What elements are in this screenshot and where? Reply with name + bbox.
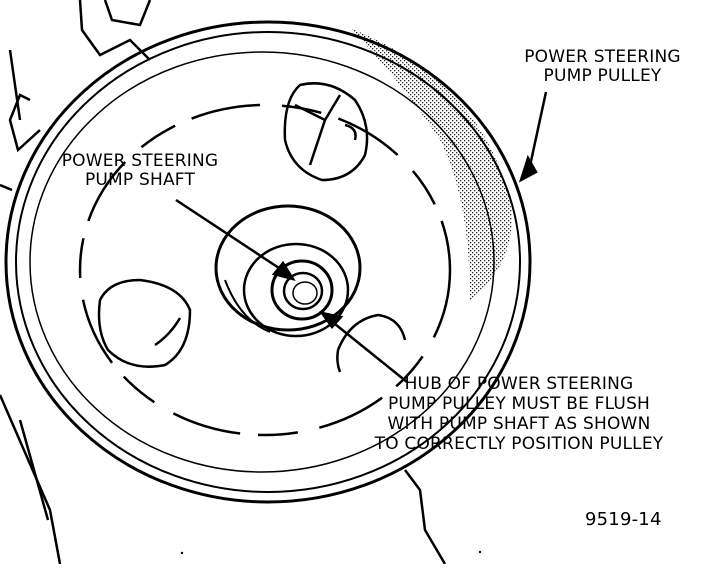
leader-lines [175,91,548,383]
hub-callout-line-1: HUB OF POWER STEERING [404,374,634,394]
hub-callout-line-2: PUMP PULLEY MUST BE FLUSH [387,394,651,414]
pulley-hub [214,204,362,338]
pump-housing [0,394,447,565]
pump-shaft [270,259,334,321]
pulley-callout-line-1: POWER STEERING [524,47,681,67]
hub-callout: HUB OF POWER STEERING PUMP PULLEY MUST B… [345,374,693,454]
right-hole [336,313,407,373]
left-hole [97,278,192,368]
pulley-arrow-head [518,154,538,183]
pulley-callout-line-2: PUMP PULLEY [543,66,662,86]
pulley-rim [4,20,532,504]
shaft-callout-line-2: PUMP SHAFT [84,170,196,190]
figure-number: 9519-14 [585,509,662,530]
shaft-callout-line-1: POWER STEERING [61,151,219,171]
rim-shading [350,28,512,300]
pulley-callout: POWER STEERING PUMP PULLEY [500,48,704,86]
hub-callout-line-3: WITH PUMP SHAFT AS SHOWN [387,414,651,434]
hub-arrow-head [319,311,344,329]
hub-callout-line-4: TO CORRECTLY POSITION PULLEY [374,434,664,454]
upper-hole [283,82,369,182]
shaft-arrow-head [271,260,296,282]
mounting-bracket [0,0,152,192]
pulley-recess [78,103,452,437]
shaft-callout: POWER STEERING PUMP SHAFT [35,152,245,190]
